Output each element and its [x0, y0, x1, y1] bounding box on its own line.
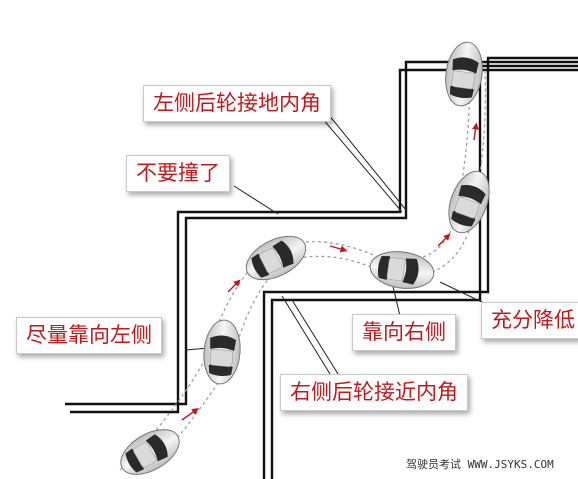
label-slow-down: 充分降低 — [481, 302, 578, 339]
label-dont-hit: 不要撞了 — [126, 155, 230, 192]
label-right-rear-wheel: 右侧后轮接近内角 — [280, 374, 468, 411]
road-boundary-lines — [65, 56, 578, 479]
car-1 — [112, 419, 188, 479]
path-arrows — [181, 122, 479, 421]
watermark: 驾驶员考试 WWW.JSYKS.COM — [406, 458, 554, 471]
car-2 — [200, 318, 244, 386]
label-keep-left: 尽量靠向左侧 — [16, 317, 162, 354]
car-3 — [238, 226, 314, 290]
label-keep-right: 靠向右侧 — [352, 314, 456, 351]
callout-lines — [185, 103, 487, 375]
car-4 — [367, 247, 437, 293]
label-left-rear-wheel: 左侧后轮接地内角 — [143, 85, 331, 122]
